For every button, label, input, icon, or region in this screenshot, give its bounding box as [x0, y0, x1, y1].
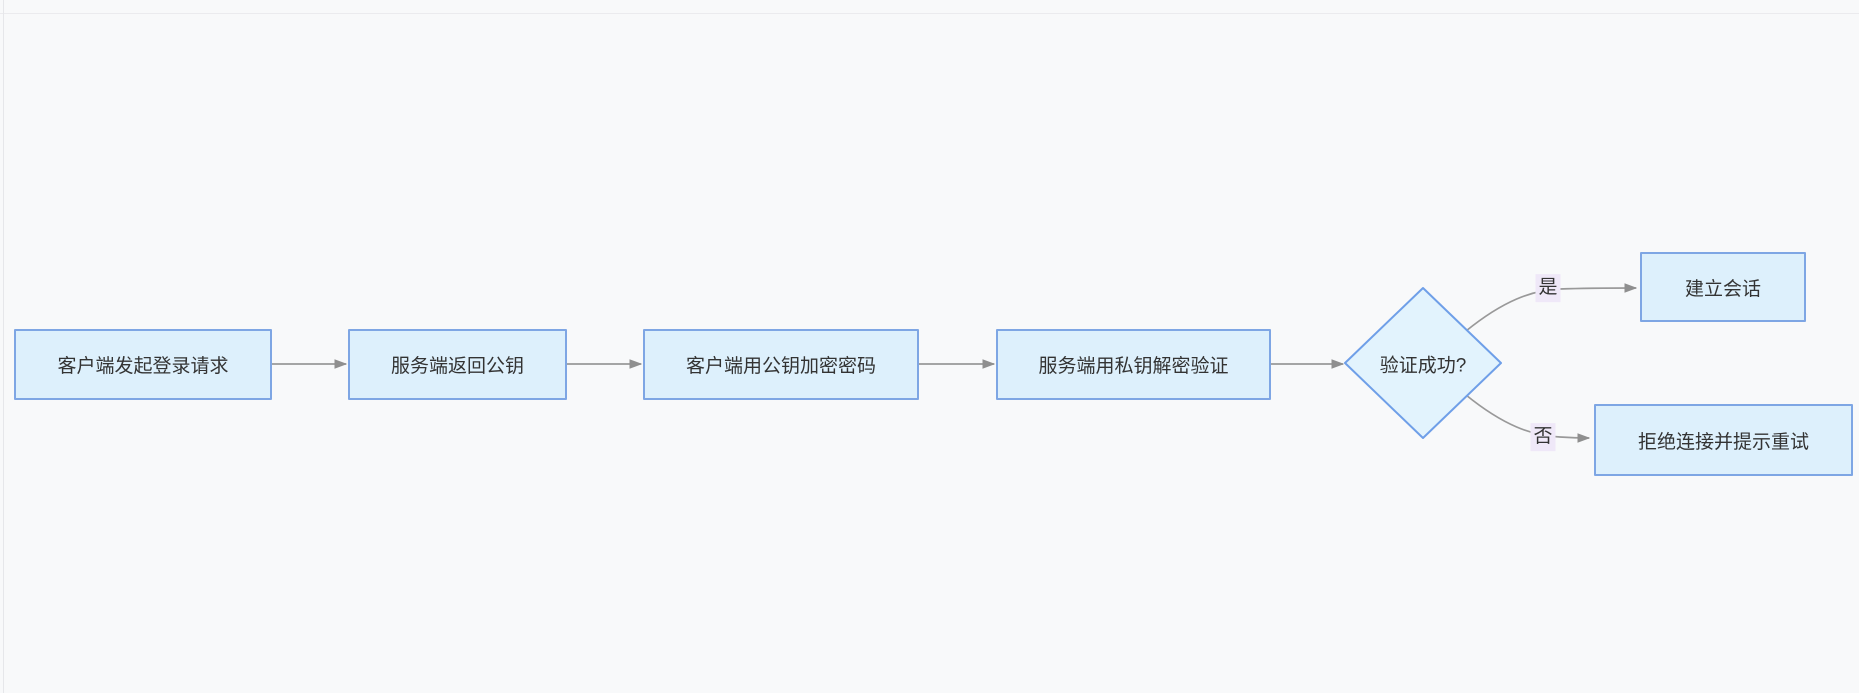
- node-client-encrypt[interactable]: 客户端用公钥加密密码: [643, 329, 919, 400]
- decision-diamond[interactable]: [1344, 287, 1502, 439]
- node-establish-session[interactable]: 建立会话: [1640, 252, 1806, 322]
- node-reject-retry[interactable]: 拒绝连接并提示重试: [1594, 404, 1853, 476]
- edge-label-no[interactable]: 否: [1530, 423, 1556, 451]
- canvas-left-border: [3, 0, 4, 693]
- node-verify-decision-label: 验证成功?: [1379, 355, 1467, 377]
- edge-decision-no[interactable]: [1465, 394, 1589, 438]
- node-server-decrypt[interactable]: 服务端用私钥解密验证: [996, 329, 1271, 400]
- edge-label-yes[interactable]: 是: [1535, 274, 1561, 302]
- node-server-pubkey[interactable]: 服务端返回公钥: [348, 329, 567, 400]
- canvas-top-border: [0, 13, 1859, 14]
- node-client-login[interactable]: 客户端发起登录请求: [14, 329, 272, 400]
